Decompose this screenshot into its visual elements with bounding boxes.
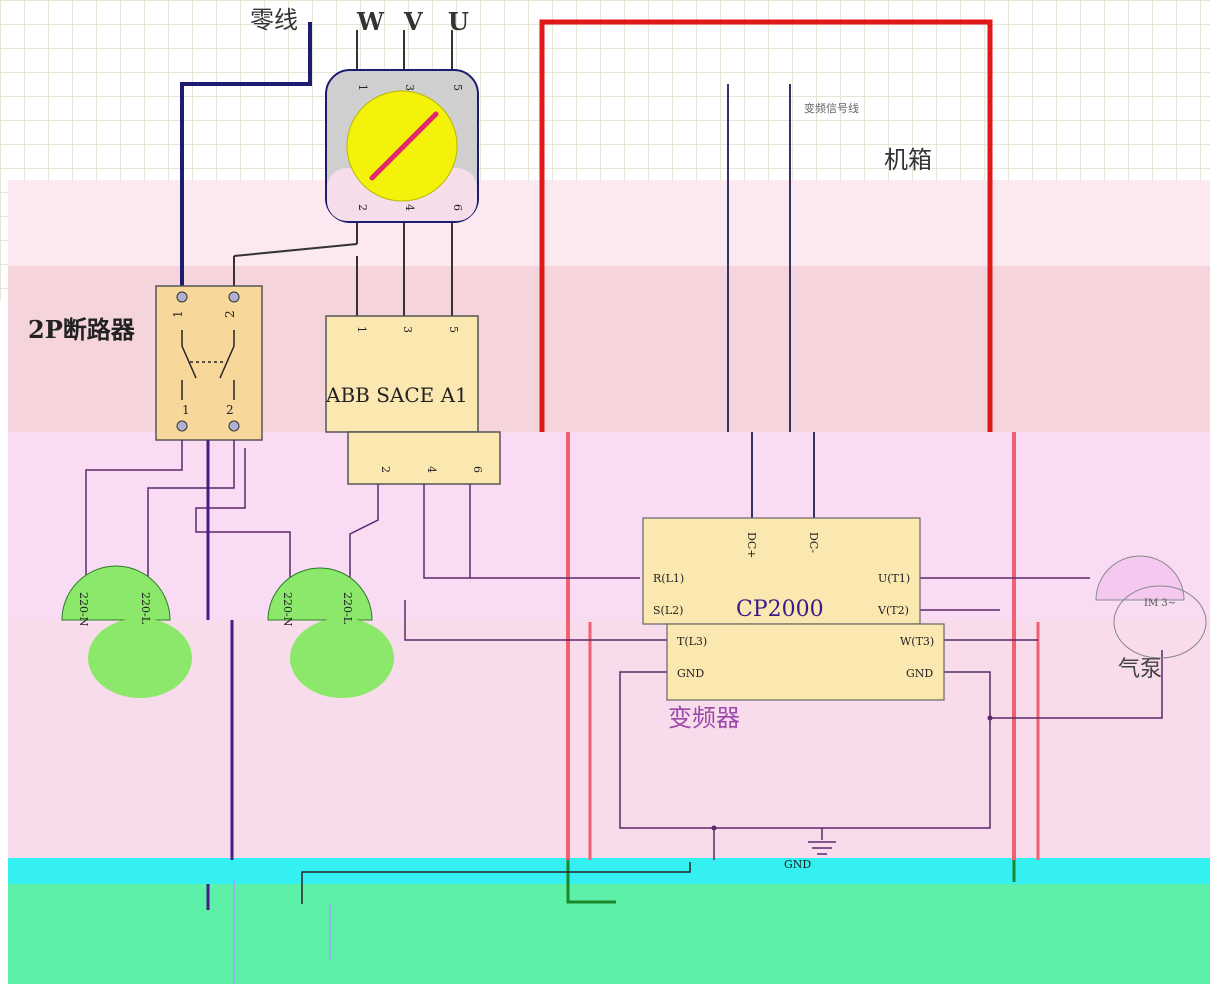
abb-pin: 1: [355, 326, 368, 333]
ground-label: GND: [784, 858, 811, 871]
breaker-pin: 2: [226, 403, 234, 417]
motor-a: [61, 565, 192, 698]
feed-wires: [206, 440, 234, 910]
air-pump: [1095, 555, 1207, 659]
motor-b-pin: 220-L: [341, 592, 354, 625]
neutral-wire: [180, 22, 312, 290]
motor-a-pin: 220-N: [77, 592, 90, 627]
rotary-pin: 1: [356, 84, 369, 91]
signal-line-label: 变频信号线: [804, 101, 859, 115]
abb-breaker: [325, 315, 501, 485]
motor-b: [267, 567, 394, 698]
breaker-pin: 1: [171, 310, 185, 318]
green-wires: [566, 860, 1016, 904]
breaker-title: 2P断路器: [28, 315, 136, 344]
dc-plus-label: DC+: [745, 532, 758, 558]
abb-pin: 4: [425, 466, 438, 473]
chassis-label: 机箱: [884, 146, 932, 174]
abb-pin: 5: [447, 326, 460, 333]
motor-a-pin: 220-L: [139, 592, 152, 625]
pump-label: 气泵: [1118, 657, 1162, 682]
abb-pin: 6: [471, 466, 484, 473]
vfd-left-pin: T(L3): [677, 635, 707, 648]
breaker-pin: 1: [182, 403, 190, 417]
vfd-body: [642, 517, 945, 701]
lower-wires: [85, 440, 1163, 860]
phase-wires: [233, 30, 453, 316]
vfd-right-pin: GND: [906, 667, 933, 680]
rotary-pin: 2: [356, 204, 369, 211]
phase-v-label: V: [403, 7, 423, 36]
pump-tag: IM 3~: [1144, 598, 1176, 609]
vfd-right-pin: V(T2): [877, 604, 909, 617]
band-pink-1: [8, 180, 1210, 270]
rotary-pin: 3: [403, 84, 416, 91]
two-pole-breaker: [155, 285, 263, 441]
rotary-pin: 6: [451, 204, 464, 211]
junction-dot: [711, 825, 717, 831]
phase-u-label: U: [448, 7, 469, 36]
abb-pin: 3: [401, 326, 414, 333]
dark-wires: [233, 862, 691, 984]
abb-title: ABB SACE A1: [325, 383, 468, 407]
vfd-right-pin: U(T1): [878, 572, 910, 585]
breaker-pin: 2: [223, 310, 237, 318]
junction-dot: [987, 715, 993, 721]
vfd-right-pin: W(T3): [900, 635, 934, 648]
band-pink-3: [8, 620, 1210, 860]
rotary-pin: 4: [403, 204, 416, 211]
signal-lines: [727, 84, 815, 518]
phase-w-label: W: [356, 7, 385, 36]
vfd-title: 变频器: [668, 704, 740, 732]
band-cyan: [8, 858, 1210, 888]
rotary-switch: [325, 69, 479, 223]
vfd-left-pin: R(L1): [653, 572, 684, 585]
rotary-pin: 5: [451, 84, 464, 91]
abb-pin: 2: [379, 466, 392, 473]
chassis-frame: [539, 19, 1040, 860]
dc-minus-label: DC-: [807, 532, 820, 553]
vfd-left-pin: S(L2): [653, 604, 683, 617]
motor-b-pin: 220-N: [281, 592, 294, 627]
vfd-model: CP2000: [736, 597, 824, 622]
vfd-left-pin: GND: [677, 667, 704, 680]
neutral-label: 零线: [250, 6, 298, 34]
